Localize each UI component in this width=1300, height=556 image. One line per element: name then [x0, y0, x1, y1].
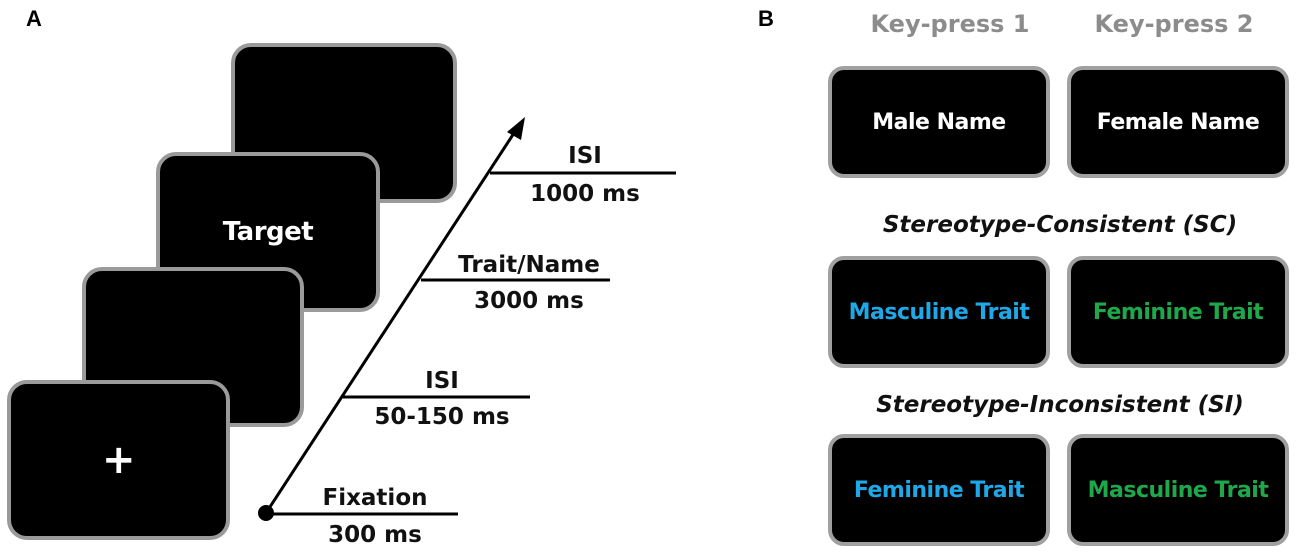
key-press-1-label: Key-press 1 [870, 10, 1030, 38]
screen-fixation: + [7, 380, 230, 540]
panel-a-label: A [26, 6, 42, 31]
timeline-origin-dot [258, 505, 274, 521]
female-name-text: Female Name [1096, 109, 1260, 135]
si-left-text: Feminine Trait [853, 477, 1025, 503]
si-title: Stereotype-Inconsistent (SI) [876, 392, 1244, 418]
fixation-label: Fixation [322, 485, 427, 511]
si-right-text: Masculine Trait [1087, 477, 1269, 503]
arrow-head [507, 117, 525, 140]
female-name-box: Female Name [1067, 66, 1289, 178]
target-text: Target [222, 217, 314, 247]
trait-name-duration: 3000 ms [474, 288, 584, 314]
key-press-2-label: Key-press 2 [1094, 10, 1254, 38]
fixation-cross: + [101, 437, 136, 483]
sc-left-text: Masculine Trait [848, 299, 1030, 325]
panel-b-label: B [758, 6, 774, 31]
isi-label-1: ISI [425, 368, 459, 394]
trait-name-label: Trait/Name [458, 252, 600, 278]
sc-right-box: Feminine Trait [1067, 256, 1289, 368]
sc-title: Stereotype-Consistent (SC) [882, 212, 1238, 238]
isi-label-2: ISI [568, 143, 602, 169]
male-name-box: Male Name [828, 66, 1050, 178]
isi-duration-2: 1000 ms [530, 181, 640, 207]
fixation-duration: 300 ms [328, 522, 422, 548]
sc-right-text: Feminine Trait [1092, 299, 1264, 325]
sc-left-box: Masculine Trait [828, 256, 1050, 368]
si-right-box: Masculine Trait [1067, 434, 1289, 546]
timeline-arrow [264, 129, 518, 514]
male-name-text: Male Name [872, 109, 1006, 135]
si-left-box: Feminine Trait [828, 434, 1050, 546]
isi-duration-1: 50-150 ms [374, 404, 509, 430]
